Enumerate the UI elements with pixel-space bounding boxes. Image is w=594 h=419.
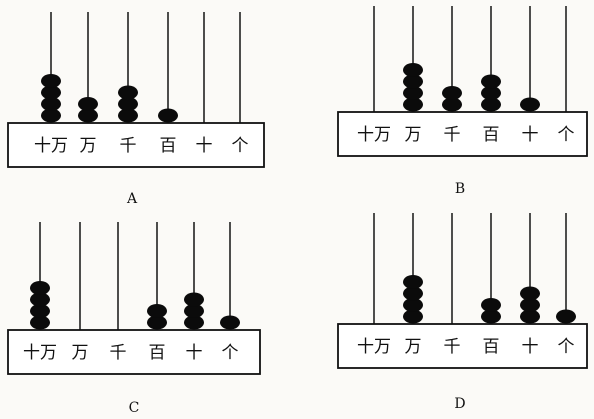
column-label: 十	[522, 125, 539, 145]
bead	[403, 63, 423, 77]
bead	[41, 85, 61, 100]
bead	[118, 108, 138, 123]
bead	[520, 97, 540, 112]
abacus-caption: D	[454, 396, 465, 412]
column-label: 十万	[357, 337, 391, 357]
bead	[41, 74, 61, 88]
column-label: 百	[160, 136, 177, 156]
column-label: 百	[483, 337, 500, 357]
column-label: 个	[558, 125, 575, 145]
bead	[403, 97, 423, 112]
column-label: 十	[196, 136, 213, 156]
bead	[30, 281, 50, 295]
bead	[481, 74, 501, 89]
bead	[403, 86, 423, 100]
abacus-base	[337, 111, 588, 157]
column-label: 千	[444, 125, 461, 145]
bead	[147, 304, 167, 318]
abacus-base	[337, 323, 588, 369]
bead	[184, 315, 204, 330]
bead	[30, 304, 50, 318]
bead	[403, 309, 423, 324]
column-label: 十万	[357, 125, 391, 145]
column-label: 百	[149, 343, 166, 363]
bead	[184, 292, 204, 307]
column-label: 百	[483, 125, 500, 145]
bead	[118, 85, 138, 100]
abacus-d: 十万万 千 百 十个 D	[337, 213, 588, 412]
column-label: 十	[522, 337, 539, 357]
abacus-c: 十万万 千 百十个 C	[7, 222, 261, 416]
bead	[556, 309, 576, 324]
bead	[442, 86, 462, 100]
bead	[30, 292, 50, 307]
column-label: 万	[405, 337, 422, 357]
column-label: 万	[405, 125, 422, 145]
column-label: 万	[80, 136, 97, 156]
bead	[481, 298, 501, 312]
bead	[78, 97, 98, 111]
bead	[403, 298, 423, 312]
column-label: 个	[232, 136, 249, 156]
abacus-b: 十万万 千 百 十个 B	[337, 6, 588, 197]
column-label: 十万	[23, 343, 57, 363]
bead	[520, 286, 540, 301]
abacus-base	[7, 122, 265, 168]
column-label: 千	[110, 343, 127, 363]
bead	[442, 97, 462, 112]
bead	[158, 108, 178, 123]
column-label: 十万	[34, 136, 68, 156]
bead	[403, 286, 423, 301]
bead	[403, 275, 423, 289]
bead	[147, 315, 167, 330]
column-label: 个	[558, 337, 575, 357]
column-label: 个	[222, 343, 239, 363]
bead	[41, 97, 61, 111]
column-label: 十	[186, 343, 203, 363]
bead	[220, 315, 240, 330]
column-label: 千	[444, 337, 461, 357]
bead	[78, 108, 98, 123]
abacus-base	[7, 329, 261, 375]
bead	[184, 304, 204, 318]
abacus-caption: C	[129, 400, 140, 416]
bead	[481, 86, 501, 100]
bead	[30, 315, 50, 330]
bead	[481, 309, 501, 324]
bead	[118, 97, 138, 111]
column-label: 千	[120, 136, 137, 156]
abacus-caption: B	[455, 181, 465, 197]
bead	[403, 74, 423, 89]
bead	[520, 309, 540, 324]
bead	[520, 298, 540, 312]
abacus-caption: A	[126, 191, 138, 207]
bead	[41, 108, 61, 123]
column-label: 万	[72, 343, 89, 363]
bead	[481, 97, 501, 112]
abacus-a: 十万万 千 百十个 A	[7, 12, 265, 207]
